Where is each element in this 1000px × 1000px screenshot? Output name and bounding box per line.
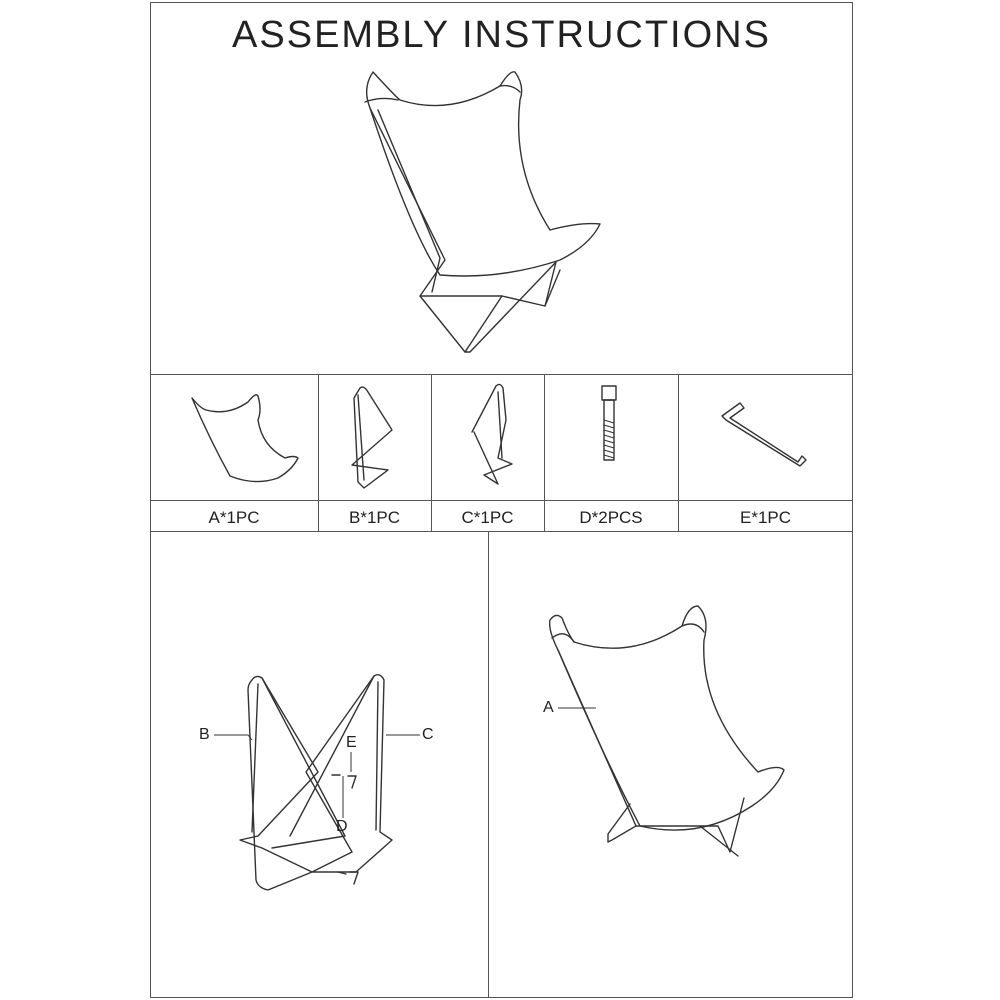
part-label-c: C*1PC (461, 508, 514, 527)
callout-a: A (543, 699, 554, 716)
table-top-rule (150, 374, 853, 375)
part-label-e: E*1PC (739, 508, 792, 527)
callout-d: D (336, 818, 348, 835)
table-divider (318, 374, 319, 531)
table-divider (544, 374, 545, 531)
table-divider (431, 374, 432, 531)
callout-e: E (346, 734, 357, 751)
step-divider (488, 531, 489, 998)
part-label-d: D*2PCS (579, 508, 643, 527)
page-title: ASSEMBLY INSTRUCTIONS (232, 14, 771, 56)
part-label-b: B*1PC (348, 508, 401, 527)
table-mid-rule (150, 500, 853, 501)
callout-b: B (199, 726, 210, 743)
callout-c: C (422, 726, 434, 743)
table-bottom-rule (150, 531, 853, 532)
table-divider (678, 374, 679, 531)
part-label-a: A*1PC (208, 508, 260, 527)
